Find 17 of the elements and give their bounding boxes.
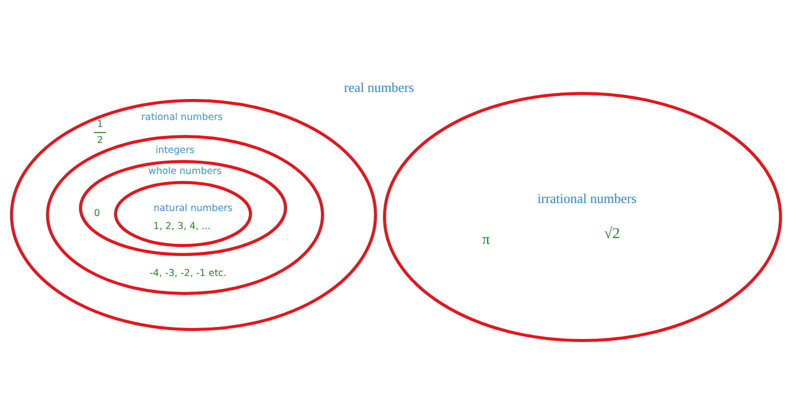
set-ellipse: [46, 135, 324, 295]
number-example: π: [482, 233, 490, 248]
diagram-title: real numbers: [344, 81, 414, 94]
set-label: whole numbers: [148, 167, 222, 176]
number-example: √2: [604, 227, 620, 242]
number-example: 0: [94, 209, 100, 218]
set-ellipse: [79, 160, 287, 256]
set-label: irrational numbers: [537, 192, 637, 206]
set-label: natural numbers: [154, 204, 232, 214]
set-ellipse: [383, 92, 782, 342]
fraction: 1 2: [94, 120, 106, 145]
number-example: -4, -3, -2, -1 etc.: [150, 269, 226, 278]
set-label: rational numbers: [141, 113, 223, 122]
set-ellipse: [10, 99, 377, 331]
set-ellipse: [114, 181, 252, 247]
set-label: integers: [156, 146, 194, 156]
number-example: 1, 2, 3, 4, ...: [153, 222, 211, 232]
